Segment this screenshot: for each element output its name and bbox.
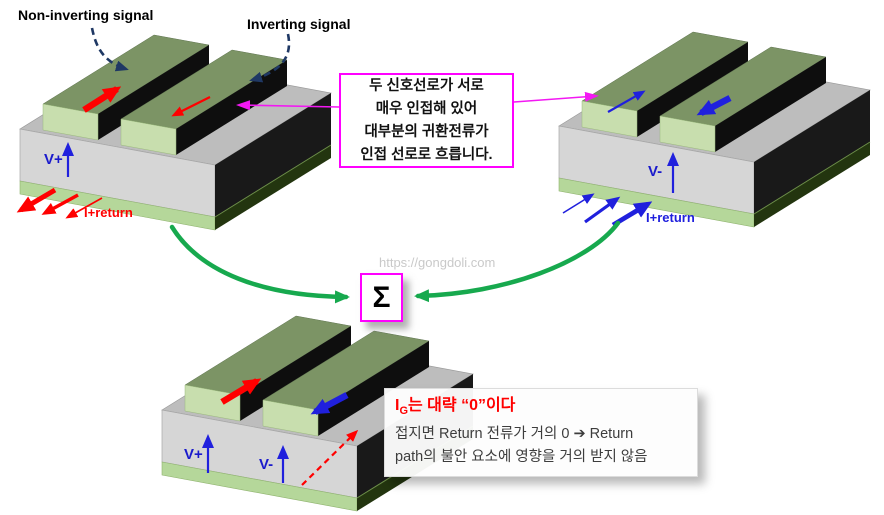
noninverting-signal-arrow [82, 86, 122, 113]
return-current-arrow-3 [65, 197, 103, 219]
proximity-callout-box: 두 신호선로가 서로 매우 인접해 있어 대부분의 귀환전류가 인접 선로로 흐… [339, 73, 514, 168]
callout-connector-left [236, 100, 340, 111]
signal-arrow-red [220, 378, 262, 405]
sigma-symbol: Σ [372, 280, 391, 314]
left-block-arrows [16, 86, 211, 219]
non-inverting-signal-label: Non-inverting signal [18, 7, 154, 23]
sum-curve-left [169, 224, 350, 304]
bottom-block-arrows [202, 378, 359, 486]
note-title-sub-g: G [399, 405, 409, 418]
watermark: https://gongdoli.com [379, 255, 496, 270]
note-title: IG는 대략 “0”이다 [395, 394, 687, 423]
v-plus-label-bottom: V+ [184, 446, 203, 463]
inverting-signal-label: Inverting signal [247, 16, 351, 32]
callout-line: 대부분의 귀환전류가 [364, 123, 489, 140]
sum-curve-right [414, 220, 621, 303]
sigma-summation-box: Σ [360, 273, 403, 322]
v-minus-label-bottom: V- [259, 456, 274, 473]
non-inverting-pointer-arrow [90, 27, 129, 72]
callout-connector-right [513, 91, 599, 103]
inverting-pointer-arrow [249, 33, 291, 83]
return-current-arrow-2 [584, 196, 621, 224]
note-title-i: I [395, 397, 400, 414]
note-title-rest: 는 대략 “0”이다 [408, 397, 516, 414]
ground-return-dashed-arrow [301, 429, 359, 486]
i-return-label-left: I+return [84, 205, 133, 220]
ground-current-note-box: IG는 대략 “0”이다 접지면 Return 전류가 거의 0 ➔ Retur… [384, 388, 698, 478]
callout-line: 매우 인접해 있어 [375, 100, 478, 117]
i-return-label-right: I+return [646, 210, 695, 225]
return-current-arrow-1 [16, 187, 57, 213]
callout-line: 두 신호선로가 서로 [369, 77, 484, 94]
return-current-arrow-2 [41, 193, 79, 215]
note-line-1: 접지면 Return 전류가 거의 0 ➔ Return [395, 426, 634, 443]
inverting-signal-arrow [171, 96, 211, 117]
signal-arrow-thick-blue [696, 95, 732, 116]
v-minus-label-right: V- [648, 163, 663, 180]
signal-arrow-thin-blue [607, 90, 646, 113]
pcb-block-right [558, 31, 871, 228]
v-plus-label-left: V+ [44, 151, 63, 168]
signal-arrow-blue [310, 392, 349, 415]
return-current-arrow-1 [562, 193, 595, 214]
note-line-2: path의 불안 요소에 영향을 거의 받지 않음 [395, 449, 648, 466]
callout-line: 인접 선로로 흐릅니다. [360, 146, 493, 163]
